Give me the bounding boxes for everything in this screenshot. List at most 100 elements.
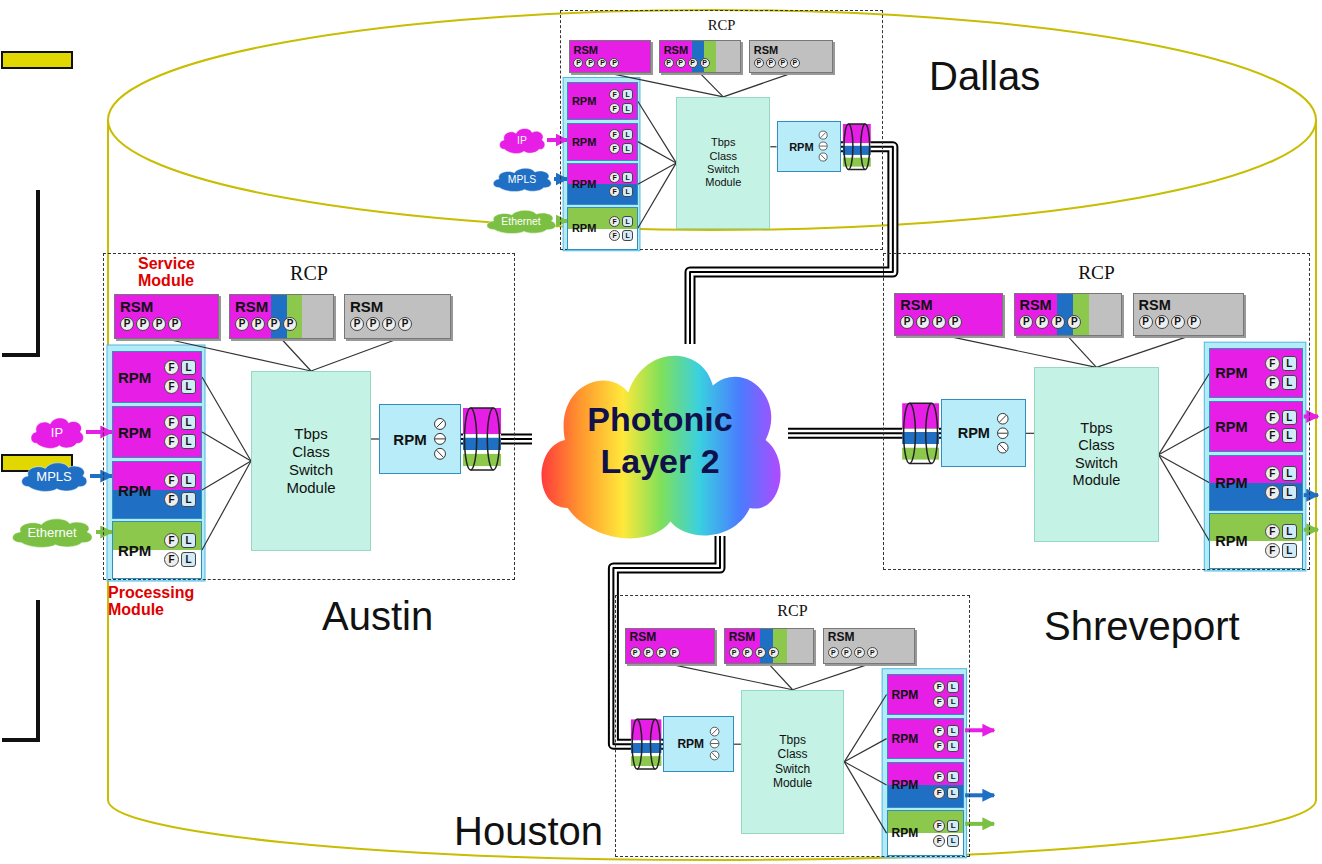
connector	[769, 664, 793, 690]
processing-module: RPMFLFL	[1209, 401, 1302, 451]
rcp-box: RCPDallasRSMPPPPRSMPPPPRSMPPPPRPMFLFLRPM…	[560, 10, 883, 250]
processing-module: RPMFLFL	[1209, 513, 1302, 569]
module-name: RPM	[892, 688, 919, 702]
port-circle: F	[609, 103, 620, 114]
processing-module: RPMFLFL	[112, 406, 202, 458]
port-circle: P	[1067, 315, 1081, 329]
module-name: RPM	[677, 737, 704, 751]
port-circle: F	[164, 434, 179, 449]
port-circle: P	[1171, 315, 1185, 329]
connector	[723, 73, 791, 97]
port-square: L	[947, 771, 959, 783]
connector	[844, 695, 886, 762]
connector	[1096, 336, 1188, 367]
rcp-box: RCPAustinRSMPPPPRSMPPPPRSMPPPPRPMFLFLRPM…	[103, 253, 515, 580]
part-name: Service Module	[138, 256, 228, 290]
port-circle: P	[948, 315, 962, 329]
port-square: L	[947, 835, 959, 847]
module-name: RPM	[1215, 365, 1247, 381]
port-square: L	[181, 379, 196, 394]
module-name: RSM	[664, 44, 737, 57]
port-circle: F	[1265, 466, 1280, 481]
port-circle: P	[152, 317, 166, 331]
service-module: RSMPPPP	[114, 294, 219, 339]
protocol-name: MPLS	[508, 174, 536, 185]
service-module: RSMPPPP	[1133, 293, 1244, 337]
port-circle: F	[933, 681, 945, 693]
bracket	[2, 600, 38, 740]
port-square: L	[622, 143, 633, 154]
port-circle: F	[933, 835, 945, 847]
connector	[90, 476, 112, 477]
protocol-cloud: Ethernet	[8, 516, 96, 548]
processing-module: RPMFLFL	[112, 351, 202, 403]
port-circle: P	[382, 317, 396, 331]
service-module: RSMPPPP	[749, 40, 833, 73]
switch-label: Tbps Class Switch Module	[281, 425, 341, 497]
port-circle: P	[1187, 315, 1201, 329]
processing-module: RPMFLFL	[567, 82, 638, 120]
port-square: L	[181, 415, 196, 430]
port-circle: F	[609, 230, 620, 241]
service-module: RSMPPPP	[1014, 293, 1123, 337]
switch-label: Tbps Class Switch Module	[1067, 420, 1125, 490]
module-name: RPM	[572, 136, 596, 148]
output-arrow	[1304, 414, 1318, 418]
port-circle: F	[609, 143, 620, 154]
connector	[793, 664, 869, 690]
port-circle: F	[164, 415, 179, 430]
protocol-name: IP	[517, 135, 527, 146]
module-name: RPM	[118, 424, 151, 441]
port-circle: P	[841, 647, 852, 658]
port-circle: P	[754, 58, 764, 68]
rcp-title: RCP	[561, 11, 882, 34]
port-circle: F	[609, 216, 620, 227]
module-name: RPM	[1215, 475, 1247, 491]
port-circle: P	[1139, 315, 1153, 329]
city-name: Dallas	[926, 56, 1043, 96]
fiber-bundle-symbol	[463, 408, 501, 470]
part-name: Processing Module	[108, 585, 228, 619]
cloud-title: Photonic Layer 2	[565, 398, 755, 483]
port-square: L	[622, 172, 633, 183]
port-circle: F	[164, 552, 179, 567]
fiber-bundle-symbol	[843, 124, 871, 170]
connector	[86, 432, 112, 433]
connector	[282, 339, 312, 371]
city-name: Houston	[451, 811, 606, 851]
switch-module: Tbps Class Switch Module	[741, 690, 844, 834]
port-square: L	[1282, 375, 1297, 390]
port-circle: P	[854, 647, 865, 658]
processing-module: RPMFLFL	[887, 674, 965, 716]
processing-module: RPMFLFL	[112, 521, 202, 579]
port-circle: P	[1035, 315, 1049, 329]
protocol-cloud: MPLS	[18, 460, 90, 492]
port-circle: P	[1155, 315, 1169, 329]
port-square: L	[181, 492, 196, 507]
processing-module: RPMFLFL	[567, 207, 638, 250]
processing-module: RPMFLFL	[567, 163, 638, 206]
port-circle: P	[136, 317, 150, 331]
port-circle: F	[933, 696, 945, 708]
port-circle: P	[900, 315, 914, 329]
port-square: L	[622, 103, 633, 114]
port-square: L	[622, 129, 633, 140]
port-circle: F	[1265, 375, 1280, 390]
port-circle: F	[609, 89, 620, 100]
module-name: RPM	[118, 542, 151, 559]
connector	[311, 339, 398, 371]
output-processing-module: RPM	[941, 399, 1026, 467]
port-circle: F	[1265, 524, 1280, 539]
module-name: RSM	[630, 631, 710, 645]
port-circle: P	[688, 58, 698, 68]
port-circle: F	[933, 725, 945, 737]
connector	[844, 762, 886, 833]
port-circle: P	[585, 58, 595, 68]
processing-module: RPMFLFL	[567, 123, 638, 161]
switch-label: Tbps Class Switch Module	[769, 733, 817, 791]
connector	[638, 101, 676, 163]
port-circle: F	[933, 771, 945, 783]
port-circle: F	[1265, 356, 1280, 371]
connector	[844, 739, 886, 762]
connector	[547, 140, 567, 141]
